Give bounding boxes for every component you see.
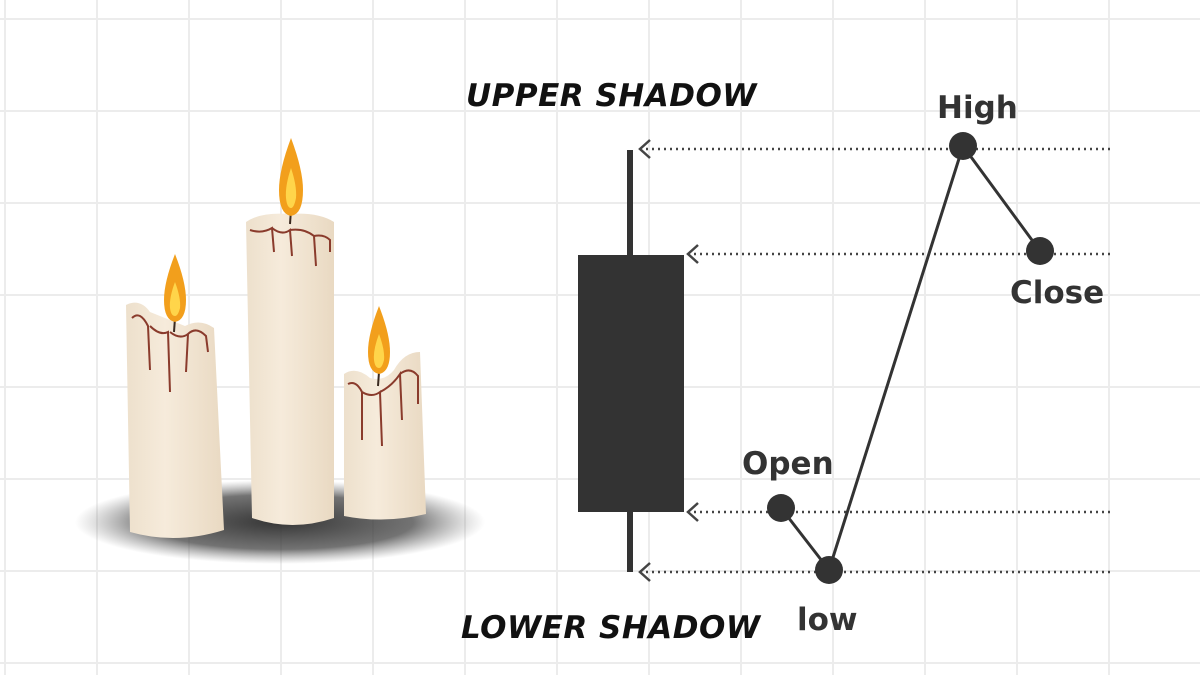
high-label: High xyxy=(937,90,1018,126)
three-candles-illustration xyxy=(75,138,485,564)
left-candle-flame-core xyxy=(169,282,181,316)
lower-shadow-label: LOWER SHADOW xyxy=(461,610,762,646)
high-point xyxy=(949,132,977,160)
middle-candle xyxy=(246,138,334,525)
open-label: Open xyxy=(742,446,834,482)
right-candle-drips xyxy=(347,369,419,447)
dotted-arrow-left-icon xyxy=(686,244,699,264)
right-candle-flame-core xyxy=(373,334,385,368)
upper-shadow-label: UPPER SHADOW xyxy=(466,78,758,114)
left-candle xyxy=(126,254,224,539)
guide-lines xyxy=(638,139,1112,582)
close-label: Close xyxy=(1010,275,1104,311)
price-path-line xyxy=(779,142,1042,574)
right-candle xyxy=(344,306,426,520)
close-point xyxy=(1026,237,1054,265)
dotted-arrow-left-icon xyxy=(638,139,651,159)
low-point xyxy=(815,556,843,584)
dotted-arrow-left-icon xyxy=(638,562,651,582)
dotted-arrow-left-icon xyxy=(686,502,699,522)
middle-candle-drips xyxy=(249,226,331,267)
middle-candle-flame-core xyxy=(285,168,297,208)
left-candle-body xyxy=(126,302,224,539)
open-point xyxy=(767,494,795,522)
low-label: low xyxy=(797,602,858,638)
middle-candle-body xyxy=(246,213,334,525)
candlestick-body xyxy=(578,255,684,512)
right-candle-wick xyxy=(377,371,380,387)
right-candle-body xyxy=(344,352,426,520)
candlestick xyxy=(578,150,684,572)
left-candle-drips xyxy=(131,314,209,393)
